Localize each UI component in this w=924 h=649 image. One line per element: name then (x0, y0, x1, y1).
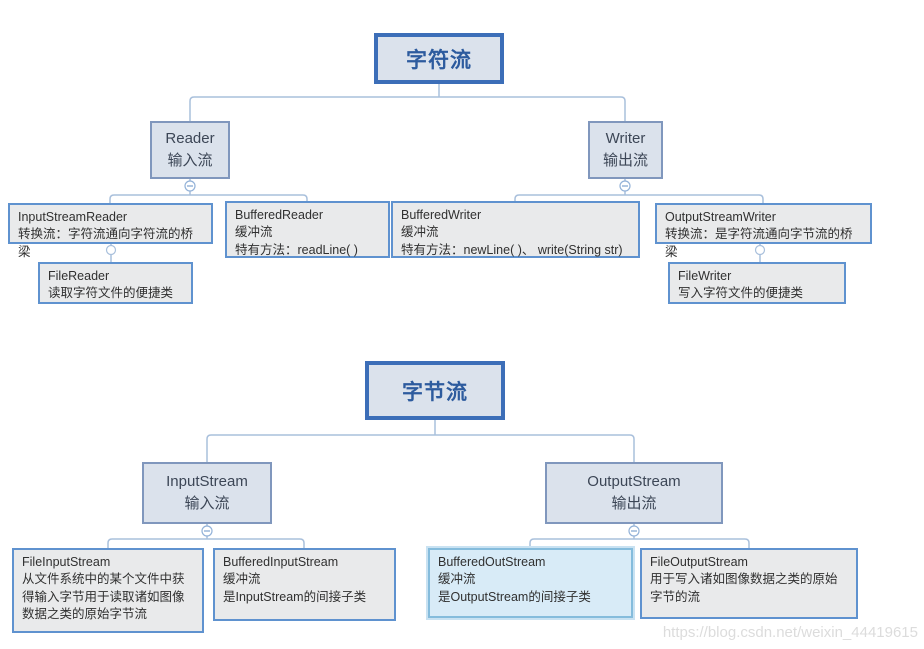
collapse-icon-outputstream[interactable] (628, 525, 640, 537)
class-desc: 用于写入诸如图像数据之类的原始字节的流 (650, 572, 838, 604)
class-desc: 转换流：字符流通向字符流的桥梁 (18, 227, 194, 259)
class-name: BufferedOutStream (438, 555, 546, 569)
class-desc: 缓冲流 (223, 572, 261, 587)
node-subtitle: 输出流 (611, 495, 657, 512)
node-outputstreamwriter[interactable]: OutputStreamWriter 转换流：是字符流通向字节流的桥梁 (655, 203, 872, 259)
class-desc: 从文件系统中的某个文件中获得输入字节用于读取诸如图像数据之类的原始字节流 (22, 572, 185, 621)
class-desc: 是InputStream的间接子类 (223, 589, 367, 604)
connector-dot-filewriter (754, 244, 766, 256)
class-desc: 转换流：是字符流通向字节流的桥梁 (665, 227, 853, 259)
node-byte-stream-root[interactable]: 字节流 (365, 361, 505, 420)
class-desc: 缓冲流 (235, 225, 273, 240)
node-reader[interactable]: Reader 输入流 (150, 121, 230, 179)
node-title: Writer (605, 130, 646, 148)
collapse-icon-reader[interactable] (184, 180, 196, 192)
class-name: InputStreamReader (18, 210, 128, 224)
node-outputstream[interactable]: OutputStream 输出流 (545, 462, 723, 524)
node-writer[interactable]: Writer 输出流 (588, 121, 663, 179)
class-name: BufferedReader (235, 208, 324, 222)
class-name: FileWriter (678, 269, 732, 283)
node-filereader[interactable]: FileReader 读取字符文件的便捷类 (38, 262, 193, 304)
class-desc: 特有方法：newLine( )、 write(String str) (401, 242, 623, 257)
collapse-icon-writer[interactable] (619, 180, 631, 192)
node-label: 字符流 (406, 48, 472, 72)
class-desc: 写入字符文件的便捷类 (678, 286, 804, 301)
node-bufferedinputstream[interactable]: BufferedInputStream 缓冲流 是InputStream的间接子… (213, 548, 396, 621)
node-bufferedoutstream[interactable]: BufferedOutStream 缓冲流 是OutputStream的间接子类 (428, 548, 633, 618)
node-subtitle: 输入流 (167, 152, 213, 169)
node-label: 字节流 (402, 380, 468, 404)
class-desc: 缓冲流 (401, 225, 439, 240)
collapse-icon-inputstream[interactable] (201, 525, 213, 537)
node-title: InputStream (166, 473, 248, 491)
node-inputstreamreader[interactable]: InputStreamReader 转换流：字符流通向字符流的桥梁 (8, 203, 213, 259)
node-bufferedreader[interactable]: BufferedReader 缓冲流 特有方法：readLine( ) (225, 201, 390, 258)
class-desc: 是OutputStream的间接子类 (438, 589, 591, 604)
class-desc: 读取字符文件的便捷类 (48, 286, 174, 301)
node-title: OutputStream (587, 473, 681, 491)
node-fileoutputstream[interactable]: FileOutputStream 用于写入诸如图像数据之类的原始字节的流 (640, 548, 858, 619)
node-title: Reader (165, 130, 215, 148)
class-name: FileReader (48, 269, 110, 283)
class-name: BufferedWriter (401, 208, 482, 222)
node-subtitle: 输出流 (602, 152, 648, 169)
node-bufferedwriter[interactable]: BufferedWriter 缓冲流 特有方法：newLine( )、 writ… (391, 201, 640, 258)
class-desc: 特有方法：readLine( ) (235, 242, 358, 257)
watermark-url: https://blog.csdn.net/weixin_44419615 (662, 624, 918, 641)
node-subtitle: 输入流 (184, 495, 230, 512)
class-name: FileOutputStream (650, 555, 748, 569)
node-filewriter[interactable]: FileWriter 写入字符文件的便捷类 (668, 262, 846, 304)
class-desc: 缓冲流 (438, 572, 476, 587)
class-name: BufferedInputStream (223, 555, 339, 569)
class-name: OutputStreamWriter (665, 210, 776, 224)
connector-dot-filereader (105, 244, 117, 256)
class-name: FileInputStream (22, 555, 111, 569)
node-char-stream-root[interactable]: 字符流 (374, 33, 504, 84)
node-inputstream[interactable]: InputStream 输入流 (142, 462, 272, 524)
node-fileinputstream[interactable]: FileInputStream 从文件系统中的某个文件中获得输入字节用于读取诸如… (12, 548, 204, 633)
